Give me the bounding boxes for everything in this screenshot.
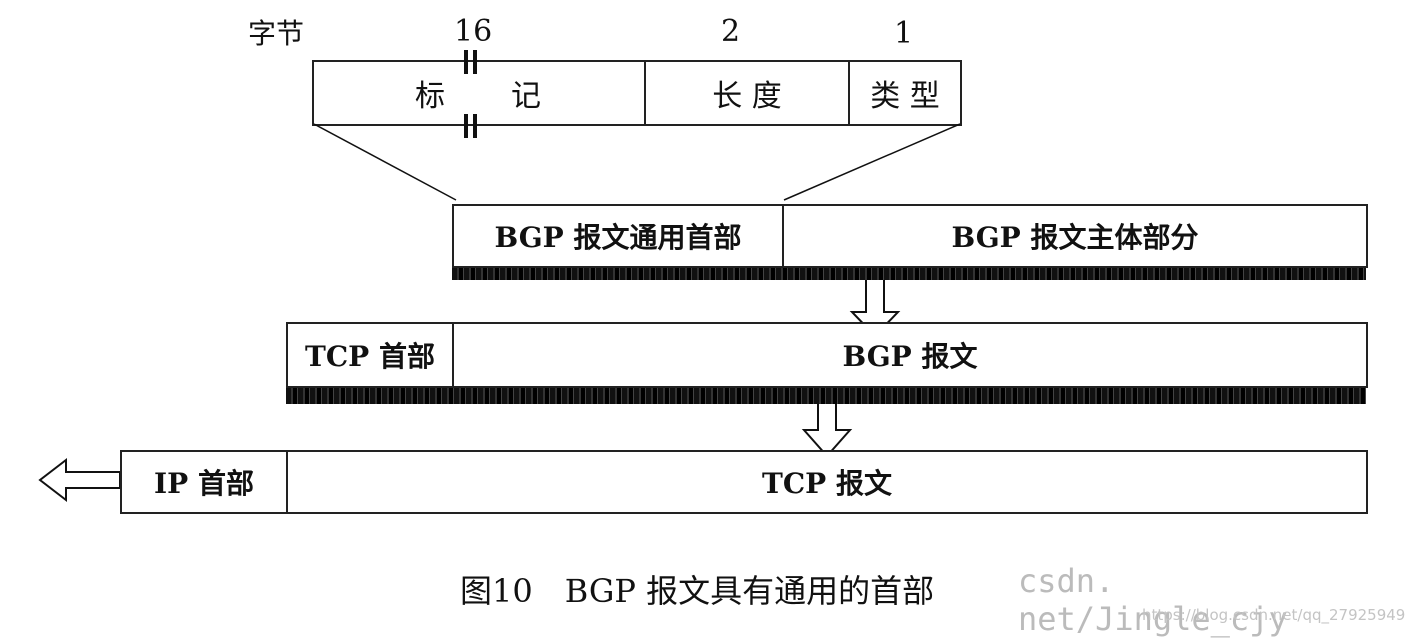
length-field: 长 度 <box>644 62 848 124</box>
bgp-header-label: BGP 报文通用首部 <box>494 221 742 254</box>
marker-field: 标 记 <box>314 62 644 124</box>
bgp-message: BGP 报文通用首部 BGP 报文主体部分 <box>452 204 1368 268</box>
tcp-header-cell: TCP 首部 <box>288 324 452 386</box>
figure-caption: 图10 BGP 报文具有通用的首部 <box>460 572 935 610</box>
tcp-message-shadow <box>286 388 1366 404</box>
ip-body-label: TCP 报文 <box>762 467 892 500</box>
watermark-url: https://blog.csdn.net/qq_27925949 <box>1142 606 1405 624</box>
tcp-body-label: BGP 报文 <box>842 340 978 373</box>
ip-header-cell: IP 首部 <box>122 452 286 512</box>
type-field: 类 型 <box>848 62 960 124</box>
length-field-label: 长 度 <box>712 79 782 114</box>
bgp-header-fields: 标 记 长 度 类 型 <box>312 60 962 126</box>
tcp-header-label: TCP 首部 <box>305 340 435 373</box>
bgp-body-label: BGP 报文主体部分 <box>951 221 1199 254</box>
type-size-label: 1 <box>894 16 914 51</box>
expand-line-left <box>313 123 457 201</box>
ip-packet: IP 首部 TCP 报文 <box>120 450 1368 514</box>
byte-unit-label: 字节 <box>248 17 305 50</box>
break-mark-bottom <box>464 114 477 138</box>
break-mark-top <box>464 50 477 74</box>
marker-field-label: 标 记 <box>415 79 543 114</box>
marker-size-label: 16 <box>454 14 493 49</box>
length-size-label: 2 <box>721 14 741 49</box>
ip-header-label: IP 首部 <box>154 467 254 500</box>
bgp-body-cell: BGP 报文主体部分 <box>782 206 1366 266</box>
watermark-main: csdn. net/Jingle_cjy <box>1018 562 1288 638</box>
tcp-body-cell: BGP 报文 <box>452 324 1366 386</box>
expand-line-right <box>783 123 961 201</box>
bgp-message-shadow <box>452 264 1366 280</box>
left-arrow <box>38 457 121 503</box>
tcp-message: TCP 首部 BGP 报文 <box>286 322 1368 388</box>
bgp-header-cell: BGP 报文通用首部 <box>454 206 782 266</box>
type-field-label: 类 型 <box>870 79 940 114</box>
ip-body-cell: TCP 报文 <box>286 452 1366 512</box>
